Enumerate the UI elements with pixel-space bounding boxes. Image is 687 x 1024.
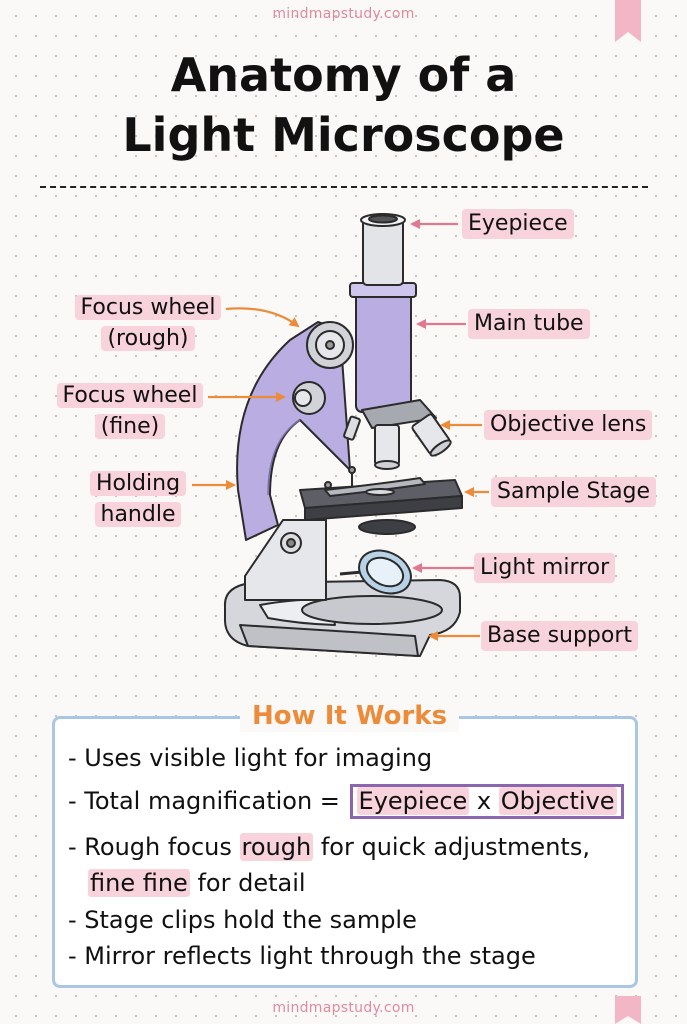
label-handle-line2: handle xyxy=(94,502,182,527)
pillar-part xyxy=(244,519,327,601)
label-sample-stage: Sample Stage xyxy=(491,477,657,507)
rough-highlight: rough xyxy=(239,833,314,861)
rough-focus-arrow xyxy=(225,307,300,328)
site-name-top[interactable]: mindmapstudy.com xyxy=(272,6,415,22)
label-focus-wheel-rough: Focus wheel (rough) xyxy=(72,292,224,354)
magnification-prefix: - Total magnification = xyxy=(68,787,348,815)
bullet-visible-light: - Uses visible light for imaging xyxy=(68,744,433,772)
nosepiece-part xyxy=(361,399,437,429)
how-it-works-title: How It Works xyxy=(240,700,460,732)
title-divider xyxy=(40,186,648,188)
label-eyepiece: Eyepiece xyxy=(462,209,574,239)
eyepiece-part xyxy=(362,219,404,286)
magnification-formula: Eyepiece x Objective xyxy=(349,784,624,819)
label-light-mirror: Light mirror xyxy=(474,553,616,583)
site-name-bottom[interactable]: mindmapstudy.com xyxy=(272,1000,415,1016)
label-objective-lens: Objective lens xyxy=(484,410,653,440)
rough-focus-prefix: - Rough focus xyxy=(68,833,240,861)
formula-objective: Objective xyxy=(498,787,617,815)
bookmark-icon xyxy=(615,0,641,42)
fine-highlight: fine fine xyxy=(88,869,190,897)
label-holding-handle: Holding handle xyxy=(86,468,190,530)
formula-times: x xyxy=(469,787,499,815)
formula-eyepiece: Eyepiece xyxy=(356,787,470,815)
label-main-tube: Main tube xyxy=(468,309,590,339)
microscope-illustration xyxy=(192,213,489,657)
fine-focus-suffix: for detail xyxy=(189,869,306,897)
rough-focus-suffix: for quick adjustments, xyxy=(313,833,590,861)
label-focus-wheel-fine: Focus wheel (fine) xyxy=(52,380,208,442)
bullet-rough-focus: - Rough focus rough for quick adjustment… xyxy=(68,830,590,864)
bullet-total-magnification: - Total magnification = Eyepiece x Objec… xyxy=(68,784,624,819)
label-focus-rough-line1: Focus wheel xyxy=(74,295,222,320)
bookmark-icon-bottom xyxy=(615,996,641,1024)
bullet-mirror: - Mirror reflects light through the stag… xyxy=(68,942,536,970)
objective-part xyxy=(374,424,400,466)
label-handle-line1: Holding xyxy=(89,471,187,496)
label-focus-fine-line1: Focus wheel xyxy=(56,383,204,408)
bullet-stage-clips: - Stage clips hold the sample xyxy=(68,906,417,934)
label-focus-rough-line2: (rough) xyxy=(101,326,195,351)
main-tube-part xyxy=(355,291,412,413)
bullet-fine-focus: fine fine for detail xyxy=(88,866,306,900)
how-it-works-box xyxy=(52,716,638,988)
label-base-support: Base support xyxy=(481,621,639,651)
label-focus-fine-line2: (fine) xyxy=(94,414,166,439)
page-title-line1: Anatomy of a xyxy=(170,48,517,102)
page-title-line2: Light Microscope xyxy=(122,108,565,162)
